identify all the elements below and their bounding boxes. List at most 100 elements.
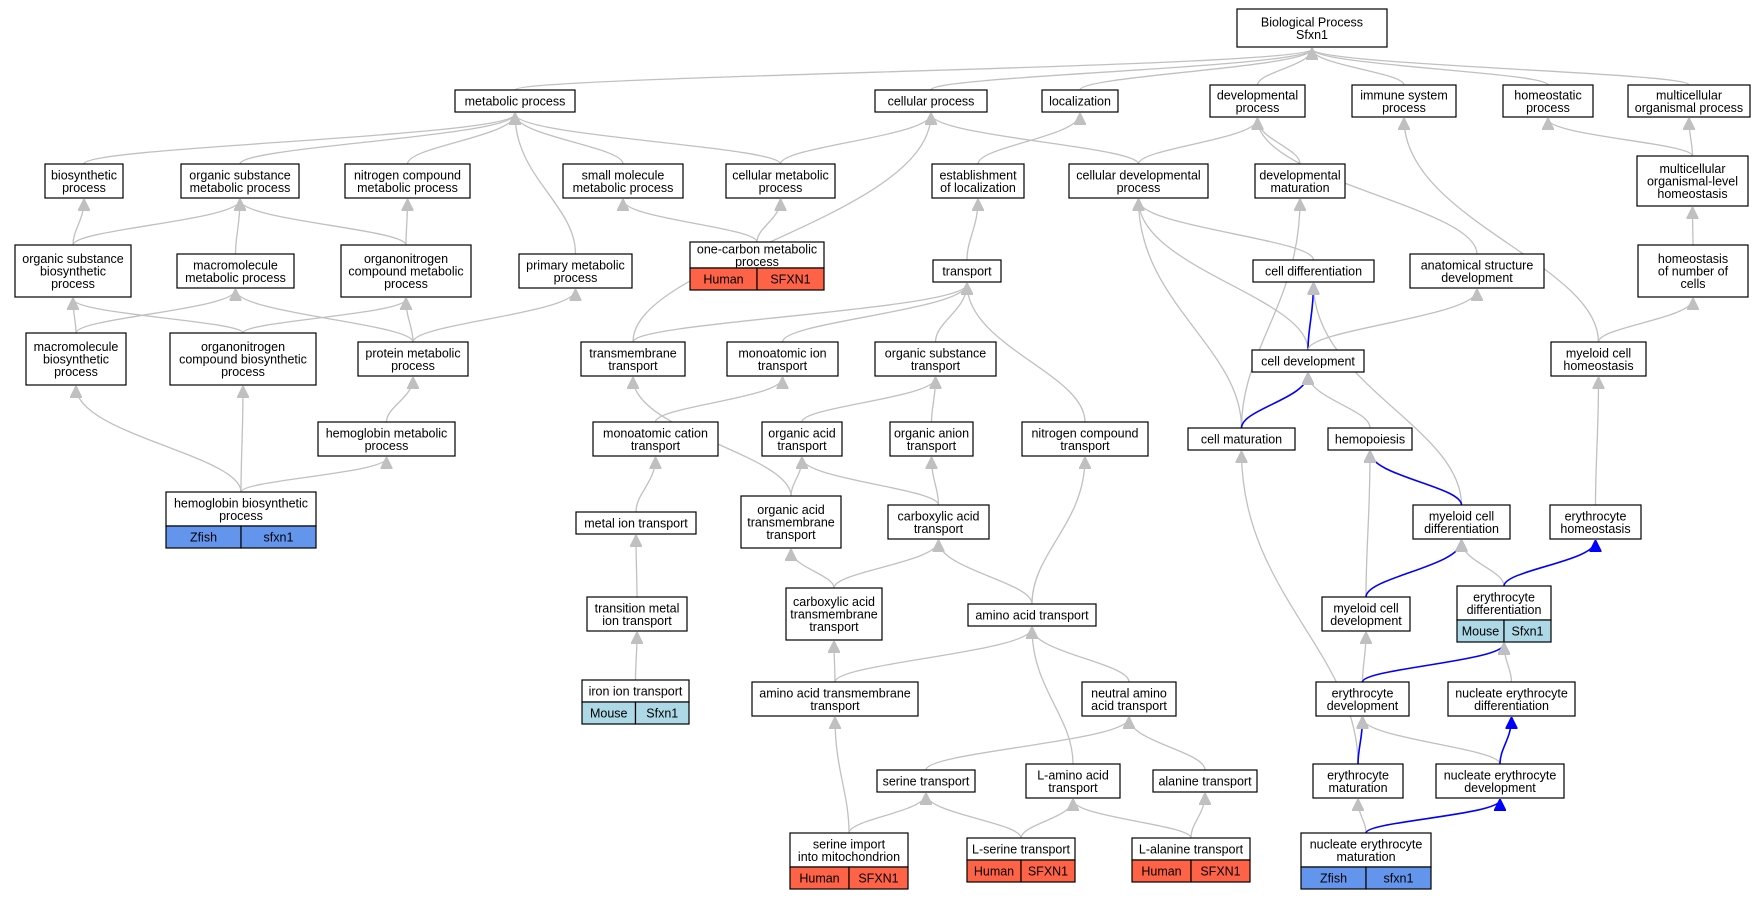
node-box [1412, 504, 1511, 540]
edge-nucerythdev-to-erythdev [1363, 718, 1501, 765]
node-aminotrans[interactable]: amino acid transport [967, 603, 1097, 627]
node-label: nucleate erythrocyte [1310, 837, 1423, 851]
node-box [1300, 832, 1432, 868]
edge-celldev-to-anatstruct [1307, 290, 1477, 351]
node-box [1502, 84, 1594, 118]
edge-onecarbon-to-smallmol [623, 200, 758, 243]
node-box [44, 163, 124, 199]
node-metabolic[interactable]: metabolic process [454, 89, 576, 113]
node-serine[interactable]: serine transport [876, 769, 976, 793]
node-localization[interactable]: localization [1041, 89, 1119, 113]
edge-celldev-to-celldevproc [1139, 200, 1309, 351]
node-label: transport [810, 699, 860, 713]
node-celldiff[interactable]: cell differentiation [1252, 259, 1375, 283]
node-alanine[interactable]: alanine transport [1152, 769, 1258, 793]
edge-estloc-to-localization [977, 114, 1080, 165]
edge-celldiff-to-celldevproc [1139, 200, 1315, 261]
node-label: metabolic process [190, 181, 291, 195]
node-label: ion transport [602, 614, 672, 628]
node-label: amino acid transmembrane [759, 686, 911, 700]
node-label: transmembrane [589, 346, 677, 360]
edge-hemobio-to-hemomet [240, 458, 387, 493]
node-cellmat[interactable]: cell maturation [1187, 427, 1296, 451]
node-label: process [365, 439, 409, 453]
node-label: organic substance [22, 252, 124, 266]
edge-erythmat-to-cellmat [1242, 452, 1359, 765]
node-label: transition metal [595, 601, 680, 615]
node-label: iron ion transport [589, 685, 683, 699]
node-celldev[interactable]: cell development [1251, 349, 1365, 373]
node-hemopoiesis[interactable]: hemopoiesis [1327, 427, 1413, 451]
edge-cellmat-to-celldev [1240, 374, 1309, 429]
node-box [357, 341, 469, 377]
node-label: process [554, 271, 598, 285]
node-transport[interactable]: transport [932, 259, 1002, 283]
node-label: nitrogen compound [1031, 426, 1138, 440]
node-label: anatomical structure [1421, 258, 1534, 272]
gene-label: sfxn1 [1384, 872, 1414, 886]
node-label: organonitrogen [364, 252, 448, 266]
edge-hemobio-to-macrobio [76, 387, 242, 493]
node-label: establishment [939, 168, 1017, 182]
node-box [761, 421, 843, 457]
edge-metabolic-to-root [514, 49, 1312, 91]
node-cellular[interactable]: cellular process [874, 89, 988, 113]
node-label: biosynthetic [43, 353, 109, 367]
node-metalion[interactable]: metal ion transport [575, 511, 697, 535]
